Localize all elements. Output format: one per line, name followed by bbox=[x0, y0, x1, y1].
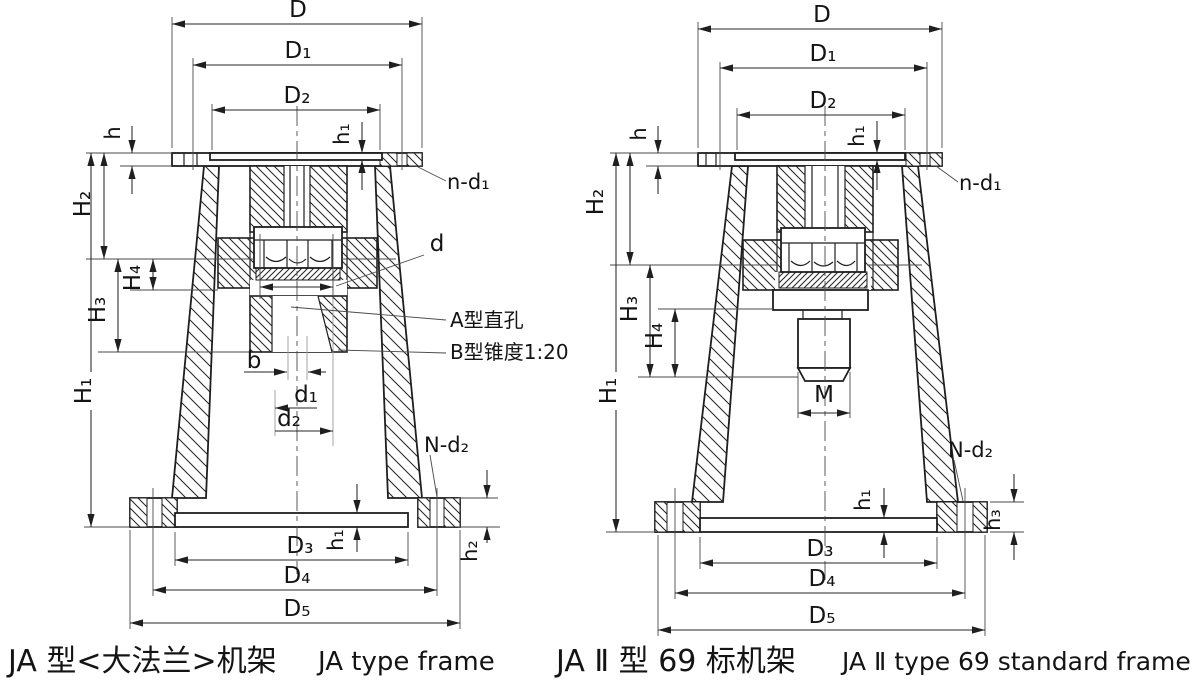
dim-label-Nd2-right: N-d₂ bbox=[948, 438, 993, 462]
dim-label-nd1-left: n-d₁ bbox=[447, 170, 490, 194]
dim-label-h1-bottom-right: h₁ bbox=[851, 489, 875, 511]
dim-label-d1-bore-left: d₁ bbox=[294, 382, 318, 408]
right-frame-geometry bbox=[654, 106, 988, 580]
left-frame-geometry bbox=[129, 106, 461, 574]
note-a-type-hole: A型直孔 bbox=[450, 308, 524, 332]
dim-label-H3-right: H₃ bbox=[617, 296, 643, 323]
dim-label-d-bore-left: d bbox=[430, 231, 445, 257]
dim-label-d5-left: D₅ bbox=[284, 596, 311, 622]
caption-right-chinese: JA Ⅱ 型 69 标机架 bbox=[554, 644, 796, 679]
dim-label-h-right: h bbox=[627, 127, 651, 140]
right-frame-dimensions: D D₁ D₂ h h₁ n-d₁ H₁ bbox=[583, 2, 1024, 636]
dim-label-d2-left: D₂ bbox=[284, 83, 311, 109]
dim-label-d-right: D bbox=[813, 2, 831, 28]
note-b-type-taper: B型锥度1:20 bbox=[450, 340, 569, 364]
dim-label-H1-right: H₁ bbox=[596, 378, 622, 405]
dim-label-b-left: b bbox=[247, 348, 262, 374]
dim-label-d1-left: D₁ bbox=[285, 38, 312, 64]
right-frame-drawing: D D₁ D₂ h h₁ n-d₁ H₁ bbox=[583, 2, 1024, 636]
dim-label-d1-right: D₁ bbox=[810, 41, 837, 67]
captions: JA 型<大法兰>机架 JA type frame JA Ⅱ 型 69 标机架 … bbox=[6, 644, 1191, 679]
caption-left-chinese: JA 型<大法兰>机架 bbox=[6, 644, 277, 679]
dim-label-h3-right: h₃ bbox=[981, 509, 1005, 531]
left-frame-dimensions: D D₁ D₂ h h₁ n-d₁ H₁ bbox=[70, 0, 569, 629]
left-frame-drawing: D D₁ D₂ h h₁ n-d₁ H₁ bbox=[70, 0, 569, 629]
dim-label-H2-right: H₂ bbox=[583, 189, 609, 216]
dim-label-H4-right: H₄ bbox=[642, 323, 668, 350]
dim-label-d4-left: D₄ bbox=[284, 563, 311, 589]
dim-label-d3-right: D₃ bbox=[807, 536, 834, 562]
dim-label-H2-left: H₂ bbox=[70, 191, 96, 218]
dim-label-H1-left: H₁ bbox=[71, 378, 97, 405]
dim-label-d3-left: D₃ bbox=[287, 533, 314, 559]
dim-label-d2-right: D₂ bbox=[810, 88, 837, 114]
caption-left-english: JA type frame bbox=[316, 647, 495, 677]
dim-label-d5-right: D₅ bbox=[809, 603, 836, 629]
dim-label-M-right: M bbox=[814, 382, 834, 408]
dim-label-h-left: h bbox=[101, 126, 125, 139]
dim-label-h1-bottom-left: h₁ bbox=[324, 529, 348, 551]
dim-label-h2-left: h₂ bbox=[458, 540, 482, 562]
caption-right-english: JA Ⅱ type 69 standard frame bbox=[840, 647, 1191, 676]
dim-label-Nd2-left: N-d₂ bbox=[424, 433, 469, 457]
dim-label-h1-top-left: h₁ bbox=[330, 123, 354, 145]
dim-label-h1-top-right: h₁ bbox=[845, 125, 869, 147]
dim-label-nd1-right: n-d₁ bbox=[959, 171, 1002, 195]
dim-label-H3-left: H₃ bbox=[85, 297, 111, 324]
dim-label-d-left: D bbox=[289, 0, 307, 23]
dim-label-H4-left: H₄ bbox=[120, 265, 146, 292]
dim-label-d2-bore-left: d₂ bbox=[277, 406, 301, 432]
dim-label-d4-right: D₄ bbox=[809, 566, 836, 592]
